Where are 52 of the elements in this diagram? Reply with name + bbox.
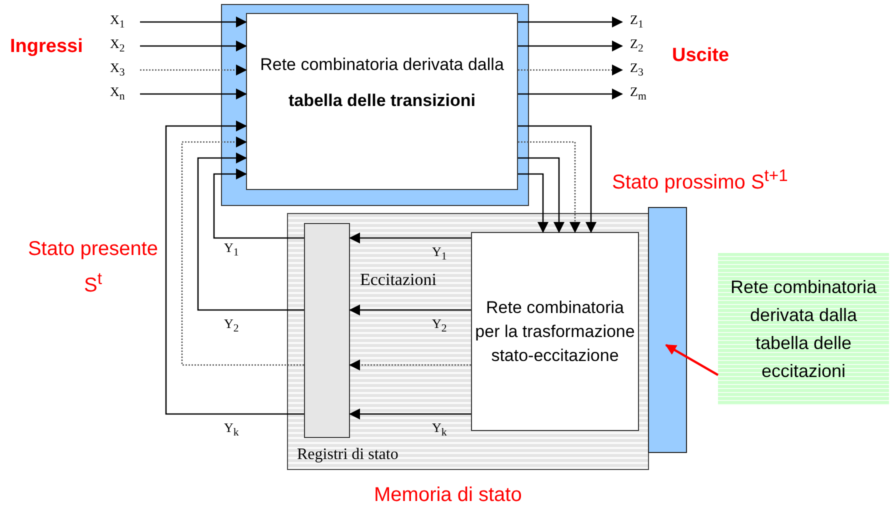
block-text: Rete combinatoria per la trasformazione stato-eccitazione [474,296,636,366]
arrow [349,232,471,244]
signal-label: Stato presente S$^{t}$ [26,237,160,299]
edge-label: X$_{n}$ [110,84,125,103]
panel-title: Registri di stato [297,446,398,464]
leader-arrow [665,344,719,376]
signal-label: Stato prossimo S$^{t+1}$ [612,166,788,195]
edge-label: X$_{3}$ [110,60,125,79]
edge-label: Y$_{2}$ [224,316,239,335]
register-bar [304,223,350,438]
arrow [349,360,471,370]
combinational-block [222,5,528,205]
arrow [165,120,304,415]
arrow [349,408,471,420]
edge-label: Z$_{2}$ [630,36,644,55]
edge-label: Y$_{2}$ [432,316,447,335]
arrow [181,136,304,366]
block-heading: tabella delle transizioni [287,90,477,112]
edge-label: Z$_{3}$ [630,60,644,79]
arrow [140,64,247,76]
block-text: Rete combinatoria derivata dalla tabella delle eccitazioni [729,276,878,383]
edge-label: Y$_{k}$ [224,420,239,439]
group-label: Ingressi [10,36,83,58]
edge-label: Z$_{1}$ [630,12,644,31]
arrow [518,157,564,233]
caption: Memoria di stato [374,484,522,507]
edge-label: Z$_{m}$ [630,84,646,103]
combinational-block [471,232,639,431]
shaded-panel [648,207,687,453]
arrow [518,173,548,233]
arrow [518,40,623,52]
group-label: Uscite [672,45,730,67]
arrow [213,168,304,239]
arrow [518,141,580,233]
arrow [518,64,623,76]
arrow [197,152,304,311]
arrow [140,88,247,100]
edge-label: Y$_{1}$ [432,244,447,263]
arrow [140,16,247,28]
edge-label: X$_{1}$ [110,12,125,31]
note-box [718,253,889,405]
arrow [140,40,247,52]
arrow [518,125,596,233]
block-text: Rete combinatoria derivata dalla [259,54,505,76]
edge-label: Y$_{k}$ [432,420,447,439]
signal-label: Eccitazioni [360,270,436,290]
edge-label: Y$_{1}$ [224,240,239,259]
arrow [518,88,623,100]
arrow [518,16,623,28]
edge-label: X$_{2}$ [110,36,125,55]
arrow [349,304,471,316]
memory-panel [287,213,649,470]
